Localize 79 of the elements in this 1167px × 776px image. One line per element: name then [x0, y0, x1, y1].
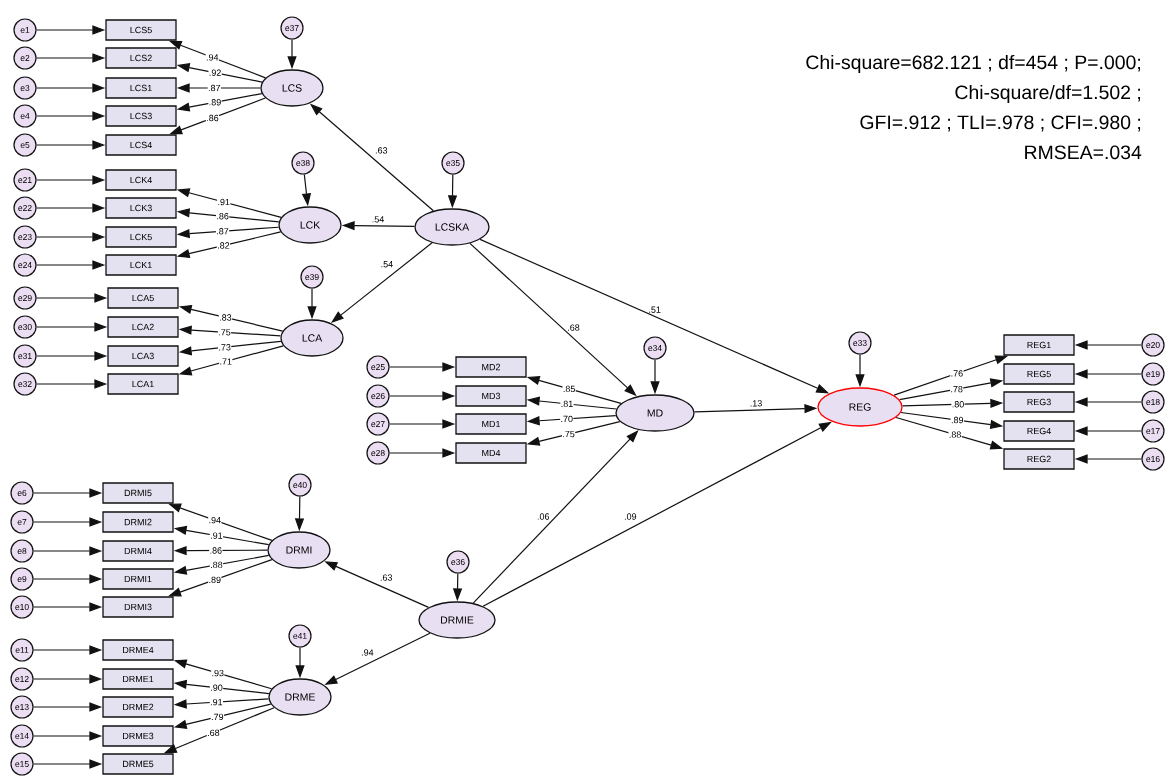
- indicator-box: REG5: [1003, 363, 1075, 385]
- indicator-box: DRME3: [102, 725, 174, 747]
- edge-label: .81: [560, 400, 574, 408]
- edge-label: .86: [209, 546, 223, 555]
- edge-label: .83: [218, 313, 233, 322]
- edge-label: .75: [561, 430, 576, 438]
- indicator-box: LCS5: [105, 19, 177, 41]
- edge-label: .91: [209, 532, 224, 540]
- edge-label: .89: [208, 98, 222, 106]
- fit-statistics-line: Chi-square=682.121 ; df=454 ; P=.000;: [806, 54, 1140, 74]
- edge-label: .51: [649, 306, 661, 313]
- indicator-box: DRME1: [102, 668, 174, 690]
- indicator-box: LCS4: [105, 134, 177, 156]
- edge-label: .68: [568, 324, 580, 331]
- indicator-box: LCK3: [105, 197, 177, 219]
- indicator-box: LCA2: [107, 316, 179, 338]
- edge-label: .63: [375, 147, 388, 154]
- edge-label: .63: [380, 574, 392, 581]
- fit-statistics-line: RMSEA=.034: [1025, 145, 1142, 160]
- edge-label: .94: [205, 53, 219, 61]
- edge-label: .92: [208, 69, 222, 77]
- indicator-box: DRMI4: [102, 540, 174, 562]
- edge-label: .91: [217, 198, 231, 206]
- edge-label: .94: [361, 649, 374, 656]
- indicator-box: MD4: [455, 442, 527, 464]
- indicator-box: LCS3: [105, 105, 177, 127]
- indicator-box: DRMI2: [102, 511, 174, 533]
- arrow: [472, 430, 639, 604]
- indicator-box: LCK5: [105, 226, 177, 248]
- edge-label: .73: [218, 343, 232, 351]
- indicator-box: MD1: [455, 413, 527, 435]
- indicator-box: LCA1: [107, 373, 179, 395]
- edge-label: .86: [205, 114, 220, 122]
- edge-label: .82: [216, 241, 231, 250]
- edge-label: .09: [624, 513, 637, 520]
- indicator-box: DRME4: [102, 639, 174, 661]
- edge-label: .54: [372, 216, 384, 223]
- edge-label: .89: [208, 576, 222, 584]
- indicator-box: DRMI3: [102, 596, 174, 618]
- edge-label: .86: [216, 212, 230, 220]
- fit-statistics-line: GFI=.912 ; TLI=.978 ; CFI=.980 ;: [860, 115, 1141, 132]
- indicator-box: DRMI1: [102, 568, 174, 590]
- edge-label: .75: [217, 328, 232, 336]
- edge-label: .54: [381, 261, 393, 268]
- edge-label: .88: [209, 561, 224, 569]
- edge-label: .13: [750, 400, 762, 407]
- indicator-box: DRME2: [102, 696, 174, 718]
- indicator-box: LCS2: [105, 47, 177, 69]
- edge-label: .88: [948, 431, 962, 439]
- indicator-box: MD3: [455, 385, 527, 407]
- edge-label: .68: [206, 729, 221, 737]
- indicator-box: MD2: [455, 356, 527, 378]
- indicator-box: LCS1: [105, 77, 177, 99]
- indicator-box: DRME5: [102, 753, 174, 775]
- edge-label: .93: [211, 669, 225, 677]
- edge-label: .90: [209, 684, 224, 692]
- edge-label: .06: [537, 513, 550, 520]
- indicator-box: REG1: [1003, 334, 1075, 356]
- fit-statistics-line: Chi-square/df=1.502 ;: [955, 84, 1140, 104]
- edge-label: .76: [950, 369, 964, 377]
- edge-label: .94: [208, 516, 222, 524]
- edge-label: .91: [209, 698, 223, 706]
- edge-label: .80: [951, 400, 965, 408]
- edge-label: .85: [562, 385, 576, 393]
- indicator-box: REG3: [1003, 391, 1075, 413]
- indicator-box: LCK1: [105, 254, 177, 276]
- edge-label: .87: [207, 84, 221, 92]
- edge-label: .79: [210, 713, 224, 721]
- indicator-box: LCA5: [107, 287, 179, 309]
- indicator-box: LCA3: [107, 345, 179, 367]
- indicator-box: DRMI5: [102, 482, 174, 504]
- edge-label: .78: [950, 385, 964, 393]
- edge-label: .70: [560, 415, 574, 423]
- indicator-box: LCK4: [105, 169, 177, 191]
- edge-label: .71: [219, 358, 233, 365]
- indicator-box: REG4: [1003, 420, 1075, 442]
- edge-label: .87: [215, 227, 230, 235]
- indicator-box: REG2: [1003, 448, 1075, 470]
- edge-label: .89: [950, 416, 964, 424]
